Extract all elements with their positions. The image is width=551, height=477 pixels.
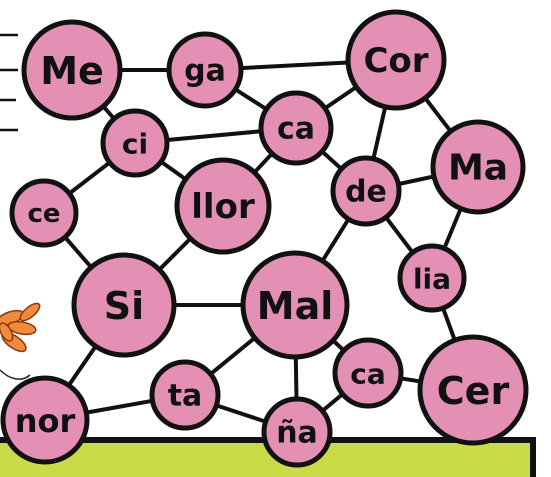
syllable-node-cer[interactable]: Cer (420, 337, 526, 443)
syllable-node-nor[interactable]: nor (3, 378, 87, 462)
syllable-bubble[interactable] (400, 246, 464, 310)
syllable-node-ma[interactable]: Ma (433, 122, 523, 212)
syllable-bubble[interactable] (243, 253, 347, 357)
syllable-node-ca2[interactable]: ca (335, 340, 401, 406)
edge-dashes-decoration (0, 35, 18, 130)
syllable-bubble[interactable] (335, 340, 401, 406)
syllable-node-cor[interactable]: Cor (348, 12, 444, 108)
syllable-bubble[interactable] (261, 93, 331, 163)
syllable-node-ce[interactable]: ce (12, 181, 76, 245)
syllable-node-mal[interactable]: Mal (243, 253, 347, 357)
syllable-bubble[interactable] (177, 160, 269, 252)
syllable-node-si[interactable]: Si (74, 255, 174, 355)
syllable-bubble[interactable] (74, 255, 174, 355)
syllable-node-ta[interactable]: ta (152, 362, 218, 428)
syllable-bubble[interactable] (24, 22, 120, 118)
syllable-node-ca1[interactable]: ca (261, 93, 331, 163)
syllable-node-de[interactable]: de (333, 158, 399, 224)
syllable-node-ga[interactable]: ga (169, 34, 241, 106)
syllable-bubble[interactable] (12, 181, 76, 245)
syllable-bubble[interactable] (348, 12, 444, 108)
syllable-node-llor[interactable]: llor (177, 160, 269, 252)
syllable-bubble[interactable] (433, 122, 523, 212)
syllable-node-na[interactable]: ña (264, 399, 330, 465)
syllable-bubble[interactable] (152, 362, 218, 428)
syllable-bubble[interactable] (3, 378, 87, 462)
flower-icon (0, 300, 42, 379)
syllable-node-lia[interactable]: lia (400, 246, 464, 310)
syllable-node-ci[interactable]: ci (103, 111, 167, 175)
syllable-node-me[interactable]: Me (24, 22, 120, 118)
syllable-bubble[interactable] (333, 158, 399, 224)
syllable-bubble[interactable] (264, 399, 330, 465)
syllable-bubble[interactable] (169, 34, 241, 106)
syllable-bubble[interactable] (103, 111, 167, 175)
syllable-bubble[interactable] (420, 337, 526, 443)
